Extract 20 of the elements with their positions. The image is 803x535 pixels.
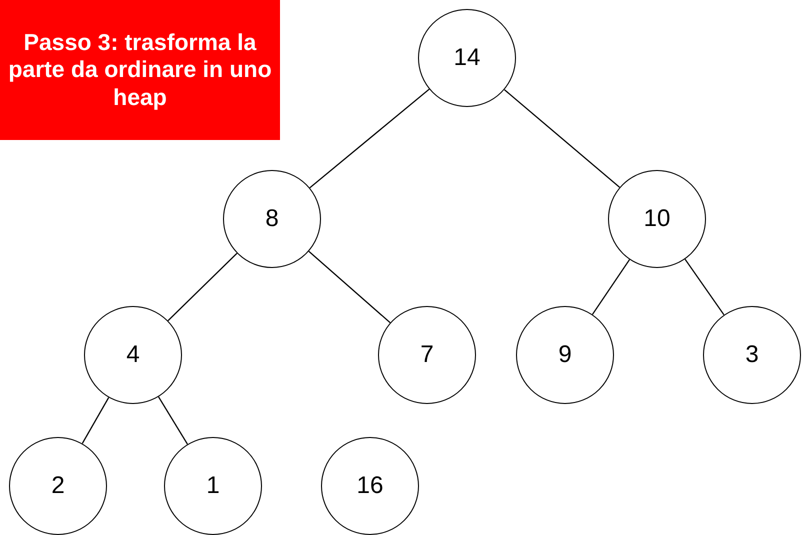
- tree-edge: [168, 252, 238, 322]
- tree-edge: [308, 250, 391, 324]
- node-value: 9: [558, 341, 572, 369]
- node-value: 10: [644, 205, 670, 233]
- tree-edge: [309, 88, 430, 188]
- node-value: 8: [265, 205, 279, 233]
- node-value: 3: [745, 341, 759, 369]
- node-value: 16: [356, 472, 384, 500]
- step-note-box: [0, 0, 280, 140]
- node-value: 1: [206, 472, 220, 500]
- tree-edge: [82, 397, 110, 444]
- node-value: 2: [51, 472, 65, 500]
- tree-edge: [504, 89, 620, 188]
- node-value: 7: [420, 341, 434, 369]
- node-value: 14: [454, 44, 480, 72]
- tree-edge: [684, 258, 724, 316]
- node-value: 4: [126, 341, 140, 369]
- step-note: Passo 3: trasforma la parte da ordinare in uno heap: [7, 28, 273, 112]
- tree-edge: [158, 396, 188, 444]
- tree-edge: [592, 259, 630, 315]
